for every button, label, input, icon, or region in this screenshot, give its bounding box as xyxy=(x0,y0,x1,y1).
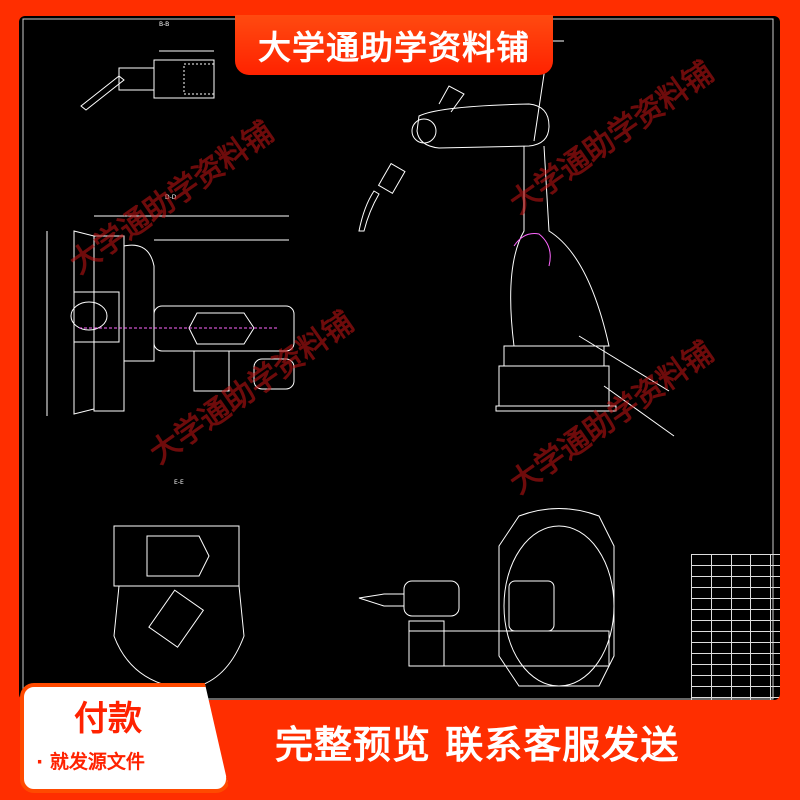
contact-service-cta: 完整预览 联系客服发送 xyxy=(275,723,680,767)
shop-title-banner: 大学通助学资料铺 xyxy=(235,15,553,75)
payment-subtitle: · 就发源文件 xyxy=(36,751,145,773)
payment-badge[interactable]: 付款 · 就发源文件 xyxy=(20,683,230,793)
robot-arm-top-view xyxy=(358,508,615,687)
base-section-view: E-E xyxy=(113,479,245,687)
svg-text:B-B: B-B xyxy=(159,21,169,28)
payment-title: 付款 xyxy=(74,699,142,739)
gripper-detail-view: B-B xyxy=(80,21,215,111)
svg-text:D-D: D-D xyxy=(165,194,177,201)
cad-drawing: B-B D-D xyxy=(22,18,774,700)
cad-drawing-canvas: B-B D-D xyxy=(19,16,780,700)
svg-text:E-E: E-E xyxy=(174,479,184,486)
wrist-section-view: D-D xyxy=(46,194,295,416)
bill-of-materials-table xyxy=(691,554,780,700)
shop-title: 大学通助学资料铺 xyxy=(258,28,530,67)
robot-arm-side-view xyxy=(358,40,675,437)
